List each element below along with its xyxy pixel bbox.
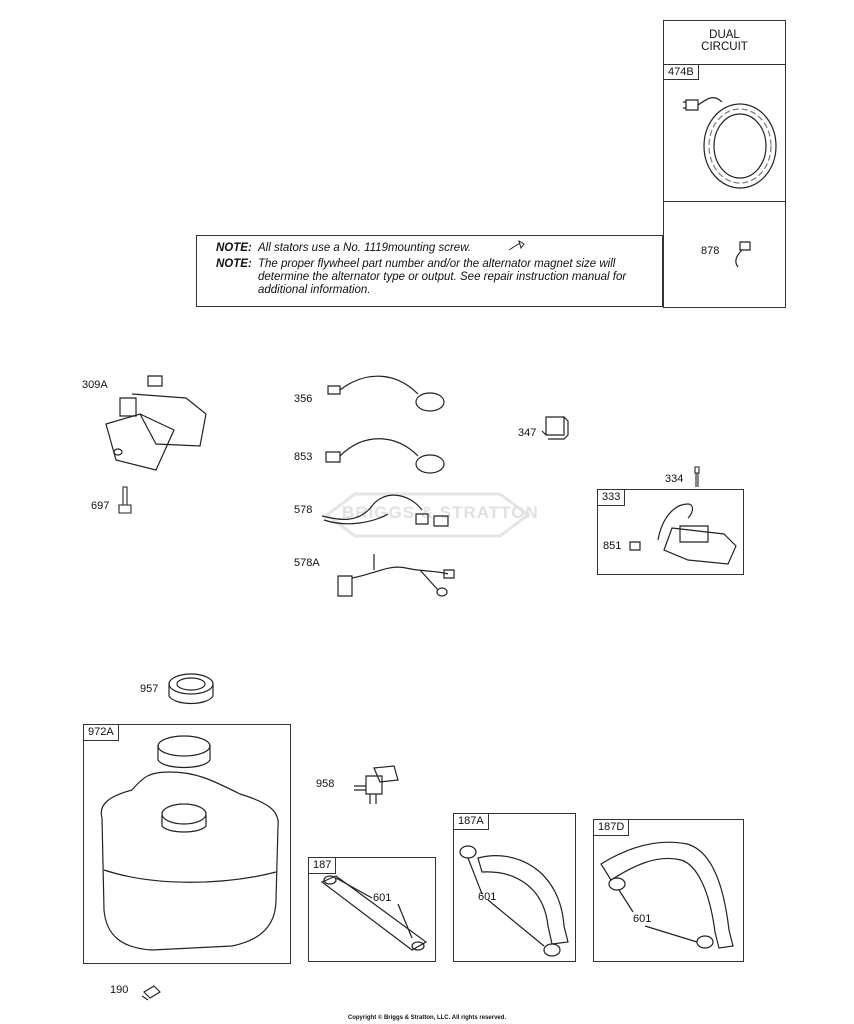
kit-box-187A: 187A (453, 813, 576, 962)
screw-334-drawing[interactable] (692, 466, 702, 488)
part-label-878[interactable]: 878 (701, 245, 720, 257)
part-label-851[interactable]: 851 (603, 540, 622, 552)
fuel-line-187-drawing[interactable] (312, 868, 432, 958)
copyright-text: Copyright © Briggs & Stratton, LLC. All … (347, 1015, 507, 1021)
kit-box-333: 333 (597, 489, 744, 575)
part-label-356[interactable]: 356 (294, 393, 313, 405)
part-label-334[interactable]: 334 (665, 473, 684, 485)
wire-853-drawing[interactable] (324, 432, 448, 474)
wire-356-drawing[interactable] (326, 372, 448, 414)
part-label-578[interactable]: 578 (294, 504, 313, 516)
part-label-697[interactable]: 697 (91, 500, 110, 512)
part-label-187A[interactable]: 187A (454, 814, 489, 830)
part-label-333[interactable]: 333 (598, 490, 626, 506)
part-label-853[interactable]: 853 (294, 451, 313, 463)
part-label-309A[interactable]: 309A (82, 379, 108, 391)
note-box: NOTE: All stators use a No. 1119mounting… (196, 235, 663, 307)
part-label-972A[interactable]: 972A (84, 725, 119, 741)
part-label-187[interactable]: 187 (309, 858, 337, 874)
part-label-347[interactable]: 347 (518, 427, 537, 439)
wire-harness-578-drawing[interactable] (318, 486, 452, 532)
part-label-601-187A[interactable]: 601 (478, 891, 497, 903)
watermark-text: BRIGGS & STRATTON (342, 503, 539, 522)
note-text: The proper flywheel part number and/or t… (258, 258, 627, 296)
fuel-line-187A-drawing[interactable] (456, 840, 574, 958)
armature-309A-drawing[interactable] (96, 374, 208, 474)
part-label-601-187D[interactable]: 601 (633, 913, 652, 925)
part-label-957[interactable]: 957 (140, 683, 159, 695)
note-key: NOTE: (216, 242, 252, 254)
part-label-578A[interactable]: 578A (294, 557, 320, 569)
fuel-tank-972A-drawing[interactable] (92, 730, 288, 958)
part-label-601-187[interactable]: 601 (373, 892, 392, 904)
part-label-190[interactable]: 190 (110, 984, 129, 996)
switch-347-drawing[interactable] (540, 413, 570, 443)
note-row-2: NOTE: The proper flywheel part number an… (216, 258, 662, 297)
note-key: NOTE: (216, 258, 252, 270)
part-label-187D[interactable]: 187D (594, 820, 630, 836)
bolt-697-drawing[interactable] (118, 486, 132, 516)
stator-drawing[interactable] (680, 88, 780, 200)
panel-divider (664, 201, 785, 202)
note-row-1: NOTE: All stators use a No. 1119mounting… (216, 242, 662, 255)
dual-circuit-title-1: DUAL (709, 29, 740, 41)
dual-circuit-heading: DUAL CIRCUIT (664, 21, 785, 65)
fuel-cap-957-drawing[interactable] (165, 670, 217, 710)
screw-icon (508, 240, 526, 252)
note-text: All stators use a No. 1119mounting screw… (258, 242, 472, 254)
kit-box-972A: 972A (83, 724, 291, 964)
fuel-line-187D-drawing[interactable] (597, 838, 741, 952)
bolt-190-drawing[interactable] (140, 982, 162, 1002)
armature-333-drawing[interactable] (628, 498, 740, 570)
part-label-958[interactable]: 958 (316, 778, 335, 790)
part-label-474B[interactable]: 474B (664, 65, 699, 80)
dual-circuit-panel: DUAL CIRCUIT 474B 878 (663, 20, 786, 308)
kit-box-187: 187 (308, 857, 436, 962)
fuel-valve-958-drawing[interactable] (352, 762, 402, 806)
wire-harness-578A-drawing[interactable] (324, 548, 458, 604)
dual-circuit-title-2: CIRCUIT (701, 41, 748, 53)
kit-box-187D: 187D (593, 819, 744, 962)
terminal-878-drawing[interactable] (730, 238, 756, 268)
brand-watermark (324, 492, 531, 538)
